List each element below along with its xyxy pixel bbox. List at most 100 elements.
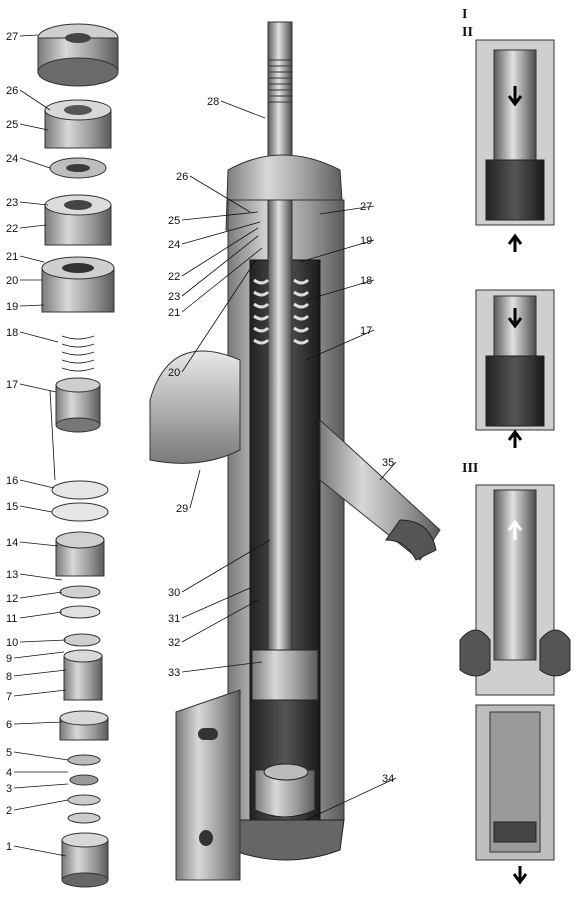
leader-line [13, 721, 63, 725]
part-23-cup [44, 194, 112, 246]
leader-line [19, 611, 63, 619]
leader-line [19, 479, 55, 489]
piston [251, 649, 319, 701]
callout-center-32: 32 [168, 637, 180, 649]
callout-center-17: 17 [360, 325, 372, 337]
leader-line [181, 247, 263, 313]
part-17-bushing [55, 377, 101, 433]
leader-line [19, 639, 67, 643]
shock-absorber-cutaway [149, 21, 441, 881]
leader-line [19, 123, 49, 131]
leader-line [220, 100, 266, 119]
callout-center-18: 18 [360, 275, 372, 287]
leader-line [305, 329, 375, 361]
leader-line [189, 469, 201, 509]
callout-center-21: 21 [168, 307, 180, 319]
spring-seat [149, 350, 241, 464]
callout-center-23: 23 [168, 291, 180, 303]
bracket-hole-top [198, 728, 218, 740]
callout-center-31: 31 [168, 613, 180, 625]
base-valve [254, 769, 316, 818]
guide-line [49, 389, 56, 481]
callout-center-24: 24 [168, 239, 180, 251]
callout-left-26: 26 [6, 85, 18, 97]
callout-center-30: 30 [168, 587, 180, 599]
callout-center-35: 35 [382, 457, 394, 469]
leader-line [19, 157, 51, 169]
part-21-seal [41, 256, 115, 313]
callout-left-5: 5 [6, 747, 12, 759]
leader-line [319, 205, 375, 215]
leader-line [379, 461, 397, 481]
leader-line [305, 279, 375, 301]
arrow-down-icon [512, 866, 528, 885]
part-6-cage [59, 710, 109, 741]
callout-center-25: 25 [168, 215, 180, 227]
leader-line [181, 211, 259, 221]
callout-left-15: 15 [6, 501, 18, 513]
callout-labels: 2726252423222120191817161514131211109876… [6, 7, 478, 857]
leader-line [181, 259, 257, 373]
leader-line [13, 783, 69, 789]
callout-left-2: 2 [6, 805, 12, 817]
callout-left-1: 1 [6, 841, 12, 853]
callout-center-26: 26 [176, 171, 188, 183]
part-16-15-plates [51, 480, 109, 522]
leader-line [19, 591, 63, 599]
leader-line [13, 669, 67, 677]
callout-left-8: 8 [6, 671, 12, 683]
callout-left-25: 25 [6, 119, 18, 131]
leader-line [19, 383, 57, 393]
callout-center-34: 34 [382, 773, 394, 785]
callout-left-13: 13 [6, 569, 18, 581]
part-26-washer [44, 99, 112, 149]
callout-left-21: 21 [6, 251, 18, 263]
operation-stages [459, 39, 571, 885]
leader-line [299, 239, 375, 263]
leader-line [181, 661, 263, 673]
callout-center-19: 19 [360, 235, 372, 247]
leader-line [13, 799, 69, 811]
part-1-base-valve [61, 832, 109, 888]
rebound-spring [253, 278, 310, 345]
part-18-spring [61, 335, 95, 372]
callout-left-12: 12 [6, 593, 18, 605]
leader-line [13, 751, 69, 761]
callout-left-24: 24 [6, 153, 18, 165]
leader-line [189, 175, 251, 213]
callout-center-33: 33 [168, 667, 180, 679]
callout-left-9: 9 [6, 653, 12, 665]
arrow-up-icon [507, 519, 523, 540]
arrow-down-icon [507, 86, 523, 107]
callout-center-22: 22 [168, 271, 180, 283]
leader-line [19, 573, 63, 581]
arrow-up-icon [507, 233, 523, 252]
stage-label-I: I [462, 7, 467, 22]
leader-line [181, 587, 251, 619]
part-27-top-mount [37, 23, 119, 87]
callout-left-3: 3 [6, 783, 12, 795]
callout-left-22: 22 [6, 223, 18, 235]
callout-left-6: 6 [6, 719, 12, 731]
callout-left-11: 11 [6, 613, 17, 625]
callout-center-20: 20 [168, 367, 180, 379]
callout-left-20: 20 [6, 275, 18, 287]
leader-line [19, 304, 45, 307]
callout-left-16: 16 [6, 475, 18, 487]
leader-line [19, 89, 51, 111]
bracket-hole-bottom [199, 830, 213, 846]
callout-left-17: 17 [6, 379, 18, 391]
leader-line [181, 221, 261, 245]
callout-left-10: 10 [6, 637, 18, 649]
callout-left-27: 27 [6, 31, 18, 43]
leader-line [13, 651, 65, 659]
part-5-2-small-parts [67, 754, 101, 824]
part-14-piston [55, 531, 105, 577]
mounting-bracket [175, 689, 241, 881]
callout-left-7: 7 [6, 691, 12, 703]
callout-left-14: 14 [6, 537, 18, 549]
stage-label-III: III [462, 461, 478, 476]
part-12-11-washers [59, 585, 101, 619]
